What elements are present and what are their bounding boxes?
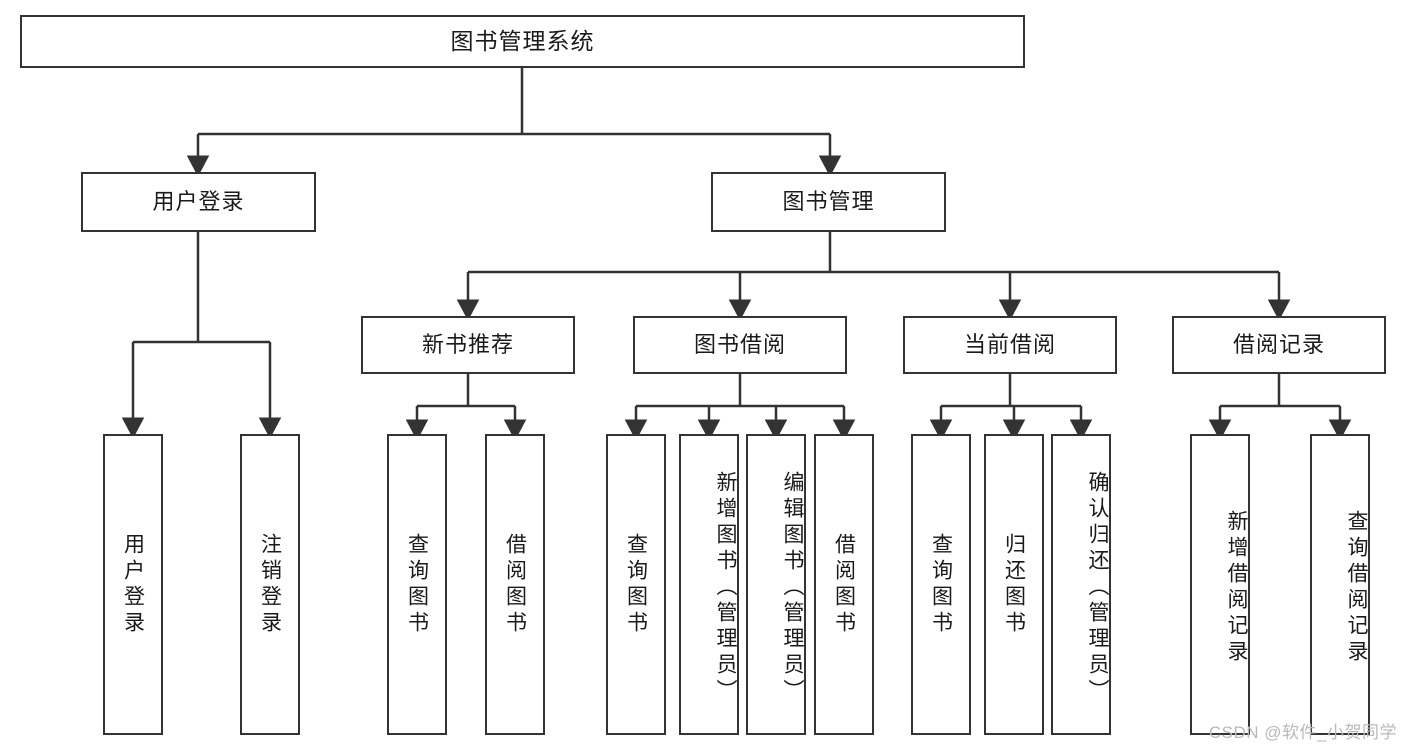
node-borrow-record[interactable]: 借阅记录 — [1172, 316, 1386, 374]
node-user-login[interactable]: 用户登录 — [81, 172, 316, 232]
node-new-book-recommend[interactable]: 新书推荐 — [361, 316, 575, 374]
leaf-borrow-book-2[interactable]: 借阅图书 — [814, 434, 874, 735]
leaf-return-book[interactable]: 归还图书 — [984, 434, 1044, 735]
csdn-watermark: CSDN @软件_小贺同学 — [1208, 723, 1397, 742]
leaf-confirm-return[interactable]: 确认归还（管理员） — [1051, 434, 1111, 735]
leaf-query-record[interactable]: 查询借阅记录 — [1310, 434, 1370, 735]
leaf-borrow-book-1[interactable]: 借阅图书 — [485, 434, 545, 735]
leaf-add-record[interactable]: 新增借阅记录 — [1190, 434, 1250, 735]
leaf-logout-login[interactable]: 注销登录 — [240, 434, 300, 735]
node-book-borrow[interactable]: 图书借阅 — [633, 316, 847, 374]
node-root[interactable]: 图书管理系统 — [20, 15, 1025, 68]
node-current-borrow[interactable]: 当前借阅 — [903, 316, 1117, 374]
leaf-query-book-2[interactable]: 查询图书 — [606, 434, 666, 735]
node-book-manage[interactable]: 图书管理 — [711, 172, 946, 232]
leaf-query-book-3[interactable]: 查询图书 — [911, 434, 971, 735]
leaf-edit-book[interactable]: 编辑图书（管理员） — [746, 434, 806, 735]
leaf-user-login[interactable]: 用户登录 — [103, 434, 163, 735]
leaf-add-book[interactable]: 新增图书（管理员） — [679, 434, 739, 735]
leaf-query-book-1[interactable]: 查询图书 — [387, 434, 447, 735]
